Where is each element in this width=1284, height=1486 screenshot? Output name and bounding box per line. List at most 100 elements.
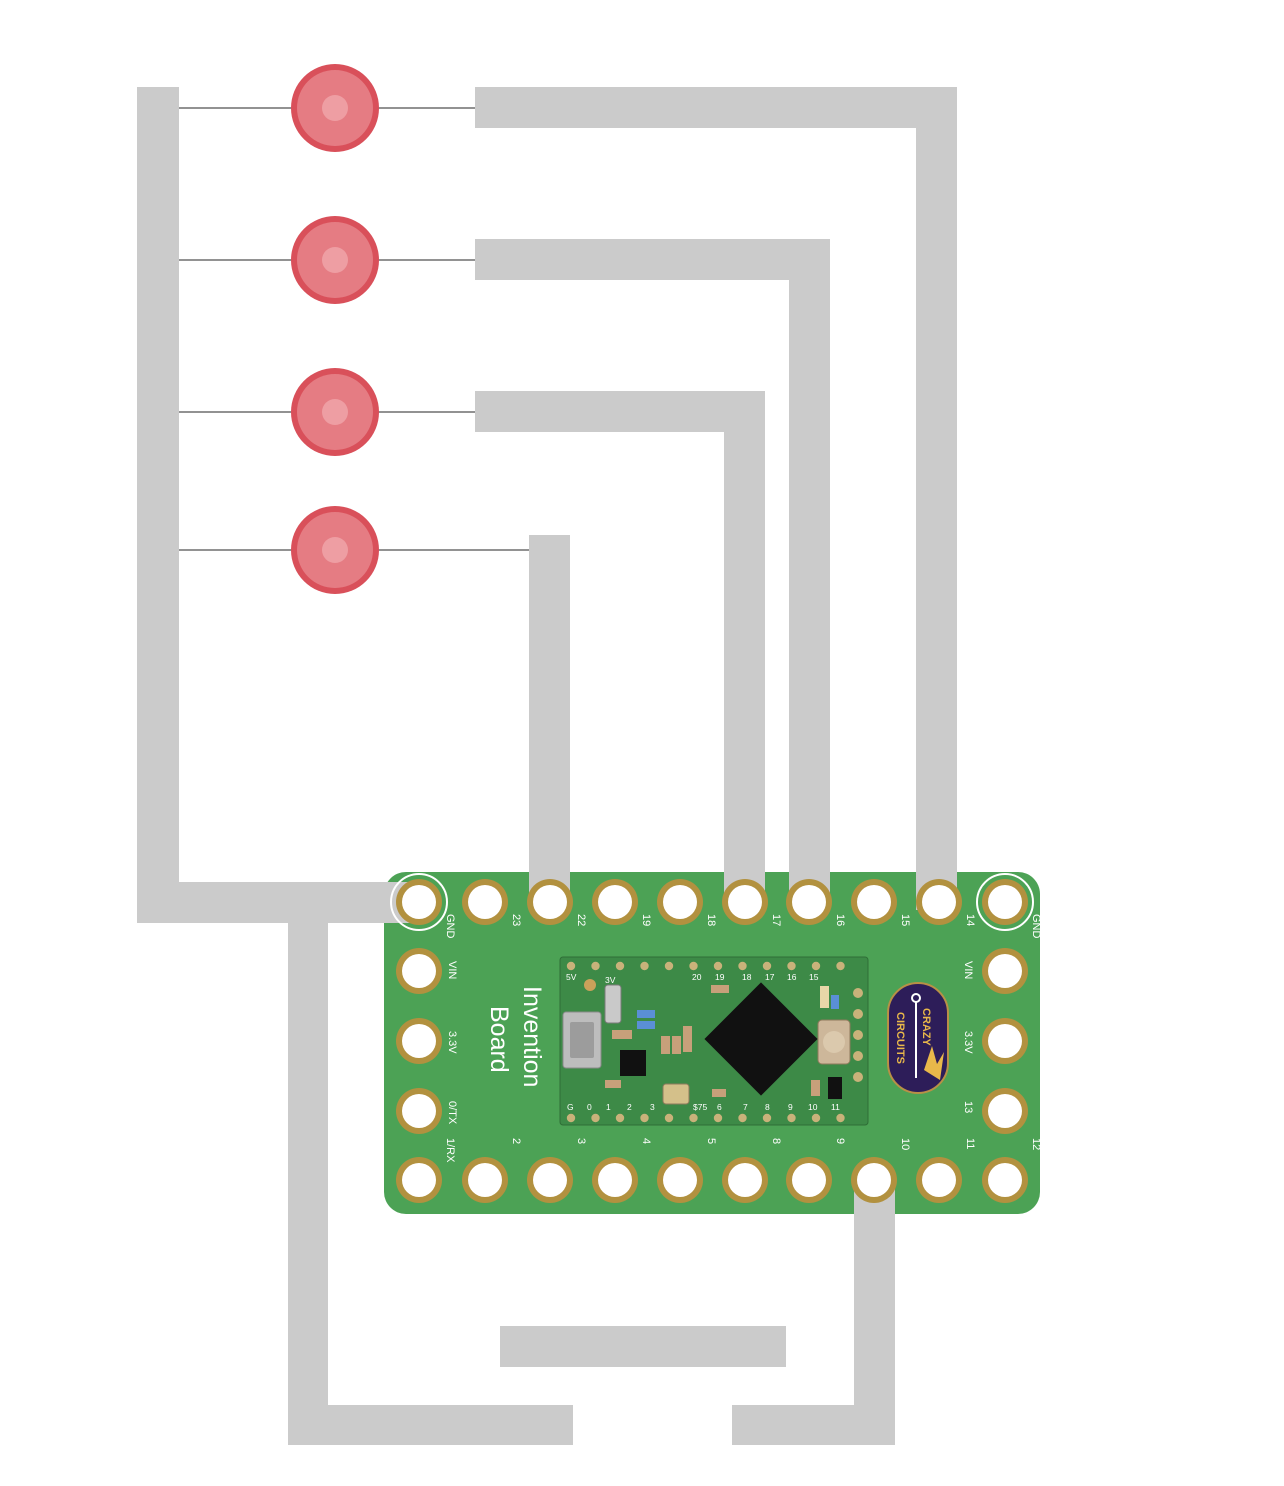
header-hole — [853, 1030, 863, 1040]
chip-label-5v: 5V — [566, 972, 577, 982]
led3-trace-horizontal — [475, 391, 765, 432]
chip-label-2: 2 — [627, 1102, 632, 1112]
pad-bottom-5 — [722, 1157, 768, 1203]
header-hole — [787, 961, 796, 971]
smd-3 — [612, 1030, 632, 1039]
pin-label-bottom-3: 4 — [640, 1138, 652, 1144]
smd-1 — [637, 1010, 655, 1018]
chip-label-0: 0 — [587, 1102, 592, 1112]
smd-11 — [712, 1089, 726, 1097]
pin-label-bottom-4: 5 — [705, 1138, 717, 1144]
chip-label-11: 11 — [831, 1102, 840, 1112]
pin-label-bottom-2: 3 — [575, 1138, 587, 1144]
leds — [179, 64, 529, 594]
pin-label-left-1: 3.3V — [446, 1031, 458, 1054]
chip-label-1: 1 — [606, 1102, 611, 1112]
smd-10 — [605, 1080, 621, 1088]
chip-label-3v: 3V — [605, 975, 616, 985]
small-chip — [620, 1050, 646, 1076]
switch-trace-right-vertical — [854, 1180, 895, 1445]
pad-top-2 — [527, 879, 573, 925]
led4-trace-vertical — [529, 535, 570, 910]
smd-2 — [637, 1021, 655, 1029]
header-hole — [713, 1113, 723, 1123]
oscillator — [662, 1083, 690, 1105]
smd-4 — [661, 1036, 670, 1054]
chip-label-10: 10 — [808, 1102, 818, 1112]
header-hole — [640, 961, 649, 971]
pad-left-0 — [396, 948, 442, 994]
pin-label-bottom-5: 8 — [770, 1138, 782, 1144]
pin-label-top-9: GND — [1030, 914, 1042, 939]
pin-label-bottom-0: 1/RX — [444, 1138, 456, 1163]
header-hole — [853, 1009, 863, 1019]
pin-label-right-0: VIN — [962, 961, 974, 979]
reset-button-cap — [823, 1031, 845, 1053]
pin-label-right-2: 13 — [962, 1101, 974, 1113]
smd-12 — [811, 1080, 820, 1096]
chip-label-g: G — [567, 1102, 574, 1112]
header-hole — [738, 1113, 747, 1123]
header-hole — [664, 961, 674, 971]
pad-top-4 — [657, 879, 703, 925]
led-power — [584, 979, 596, 991]
chip-label-19: 19 — [715, 972, 725, 982]
led-2 — [179, 216, 475, 304]
pad-right-2 — [982, 1088, 1028, 1134]
chip-label-9: 9 — [788, 1102, 793, 1112]
led1-trace-vertical — [916, 87, 957, 910]
pad-top-9 — [976, 873, 1034, 931]
regulator-chip — [828, 1077, 842, 1099]
header-hole — [566, 1113, 576, 1123]
led-3 — [179, 368, 475, 456]
chip-label-15: 15 — [809, 972, 819, 982]
header-hole — [811, 961, 821, 971]
header-hole — [836, 961, 845, 971]
pad-right-0 — [982, 948, 1028, 994]
pin-label-bottom-6: 9 — [834, 1138, 846, 1144]
chip-label-6: 6 — [717, 1102, 722, 1112]
smd-7 — [711, 985, 729, 993]
pin-label-top-8: 14 — [964, 914, 976, 926]
chip-label-7: 7 — [743, 1102, 748, 1112]
pin-label-top-5: 17 — [770, 914, 782, 926]
pin-label-left-0: VIN — [446, 961, 458, 979]
pad-top-5 — [722, 879, 768, 925]
chip-label-20: 20 — [692, 972, 702, 982]
header-hole — [836, 1113, 845, 1123]
pin-label-bottom-9: 12 — [1030, 1138, 1042, 1150]
pad-right-1 — [982, 1018, 1028, 1064]
led3-trace-vertical — [724, 391, 765, 910]
chip-label-8: 8 — [765, 1102, 770, 1112]
switch-trace-left-horizontal — [288, 1405, 573, 1445]
board-pads — [390, 873, 1034, 1203]
pad-top-6 — [786, 879, 832, 925]
led2-trace-vertical — [789, 239, 830, 910]
header-hole — [811, 1113, 821, 1123]
header-hole — [591, 1113, 600, 1123]
smd-5 — [672, 1036, 681, 1054]
pad-bottom-7 — [851, 1157, 897, 1203]
header-hole — [762, 961, 772, 971]
pin-label-top-2: 22 — [575, 914, 587, 926]
pad-top-8 — [916, 879, 962, 925]
header-hole — [615, 961, 625, 971]
pin-label-top-4: 18 — [705, 914, 717, 926]
ground-trace-vertical — [137, 87, 179, 923]
ground-trace-horizontal — [137, 882, 427, 923]
led-4 — [179, 506, 529, 594]
pin-label-right-1: 3.3V — [962, 1031, 974, 1054]
chip-label-16: 16 — [787, 972, 797, 982]
logo-text-line1: CRAZY — [920, 1008, 932, 1047]
header-holes — [566, 961, 863, 1123]
header-hole — [762, 1113, 772, 1123]
board-title-line1: Invention — [518, 986, 546, 1087]
header-hole — [738, 961, 747, 971]
board-title-line2: Board — [485, 1006, 513, 1073]
pad-bottom-3 — [592, 1157, 638, 1203]
pin-label-top-1: 23 — [510, 914, 522, 926]
header-hole — [566, 961, 576, 971]
led-1 — [179, 64, 475, 152]
header-hole — [689, 961, 698, 971]
